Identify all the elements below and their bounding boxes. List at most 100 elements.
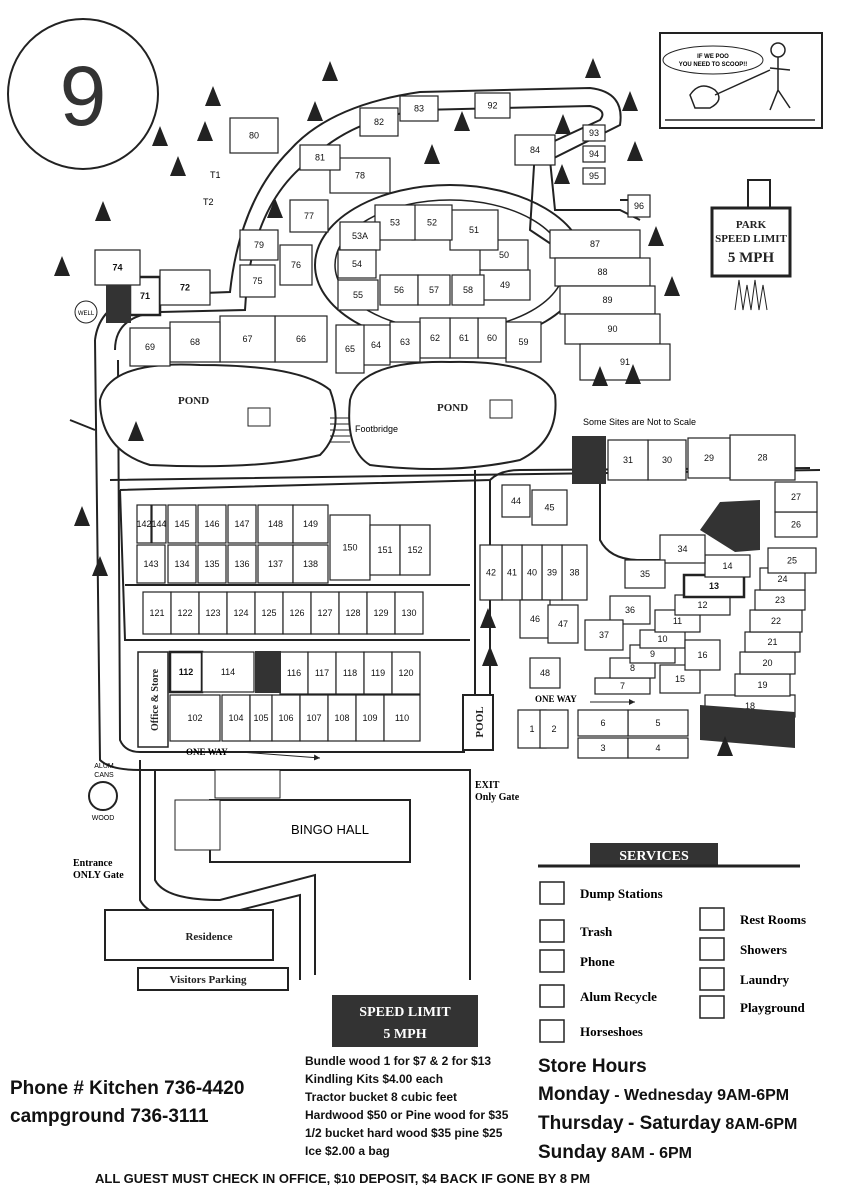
campsite-45 — [531, 489, 568, 526]
campsite-label: 3 — [600, 743, 605, 753]
pool — [462, 694, 494, 751]
campsite-55 — [337, 279, 379, 311]
campsite-label: 149 — [303, 519, 318, 529]
campsite-label: 143 — [143, 559, 158, 569]
campsite-label: 74 — [112, 263, 122, 273]
campsite-112 — [168, 650, 204, 694]
site-t2: T2 — [203, 197, 214, 207]
campsite-label: 48 — [540, 668, 550, 678]
one-way-label: ONE WAY — [535, 694, 577, 704]
campsite-127 — [310, 591, 340, 635]
entrance-label-2: ONLY Gate — [73, 870, 124, 881]
campsite-label: 51 — [469, 225, 479, 235]
campsite-label: 114 — [221, 667, 235, 677]
campsite-label: 29 — [704, 453, 714, 463]
campsite-125 — [254, 591, 284, 635]
park-speed-line2: SPEED LIMIT — [715, 233, 787, 245]
campsite-label: 106 — [278, 713, 293, 723]
campsite-142 — [136, 504, 152, 544]
campsite-label: 119 — [371, 668, 385, 678]
campsite-66 — [274, 315, 328, 363]
visitors-parking-label: Visitors Parking — [170, 974, 247, 986]
campsite-label: 122 — [177, 608, 192, 618]
hours-range: - Wednesday — [614, 1087, 713, 1104]
campsite-label: 44 — [511, 496, 521, 506]
speed-limit-box — [332, 995, 478, 1047]
campsite-label: 87 — [590, 239, 600, 249]
restroom-icon — [699, 907, 725, 931]
one-way-arrow — [239, 751, 321, 761]
tree-icon — [664, 276, 680, 296]
campsite-102 — [169, 694, 221, 742]
trash-icon — [539, 919, 565, 943]
campsite-47 — [547, 604, 579, 644]
campsite-122 — [170, 591, 200, 635]
campsite-148 — [257, 504, 294, 544]
tree-icon — [205, 86, 221, 106]
campsite-label: 16 — [697, 650, 707, 660]
alum-label: ALUM — [94, 763, 114, 770]
campsite-label: 23 — [775, 595, 785, 605]
tree-icon — [74, 506, 90, 526]
campsite-label: 1 — [529, 724, 534, 734]
campsite-label: 19 — [757, 680, 767, 690]
campsite-87 — [549, 229, 641, 259]
campsite-label: 68 — [190, 337, 200, 347]
campsite-label: 67 — [242, 334, 252, 344]
tree-icon — [170, 156, 186, 176]
campsite-79 — [239, 229, 279, 261]
campsite-58 — [451, 274, 485, 306]
campsite-62 — [419, 317, 451, 359]
campsite-label: 9 — [650, 649, 655, 659]
campsite-136 — [227, 544, 257, 584]
dump-station-icon — [539, 881, 565, 905]
tree-icon — [152, 126, 168, 146]
park-speed-sign — [710, 206, 792, 278]
wood-price-line: 1/2 bucket hard wood $35 pine $25 — [305, 1126, 503, 1140]
recycle-icon — [539, 984, 565, 1008]
campsite-label: 96 — [634, 201, 644, 211]
grass-icon — [734, 279, 768, 311]
campsite-label: 72 — [180, 283, 190, 293]
campsite-92 — [474, 92, 511, 119]
campsite-label: 25 — [787, 556, 797, 566]
tree-icon — [592, 366, 608, 386]
campsite-30 — [647, 439, 687, 481]
kitchen-phone: Phone # Kitchen 736-4420 — [10, 1078, 245, 1099]
campsite-label: 53A — [352, 231, 368, 241]
campsite-label: 66 — [296, 334, 306, 344]
campsite-label: 138 — [303, 559, 318, 569]
campsite-label: 88 — [597, 267, 607, 277]
well-label: WELL — [78, 311, 95, 317]
campsite-label: 36 — [625, 605, 635, 615]
tree-icon — [648, 226, 664, 246]
residence-label: Residence — [185, 931, 232, 943]
hours-time: 8AM-6PM — [725, 1116, 798, 1133]
shower-icon — [699, 937, 725, 961]
campsite-label: 80 — [249, 131, 259, 141]
campsite-label: 39 — [547, 568, 557, 578]
wood-price-line: Tractor bucket 8 cubic feet — [305, 1090, 458, 1104]
campsite-label: 10 — [657, 634, 667, 644]
store-hours-title: Store Hours — [538, 1056, 647, 1077]
campsite-46 — [519, 599, 551, 639]
campsite-83 — [399, 95, 439, 122]
hours-days: Monday — [538, 1084, 610, 1105]
shower-building — [174, 799, 221, 851]
exit-label-2: Only Gate — [475, 792, 520, 803]
one-way-label: ONE WAY — [186, 747, 228, 757]
campsite-label: 124 — [233, 608, 248, 618]
campsite-label: 47 — [558, 619, 568, 629]
campsite-52 — [411, 204, 453, 241]
campsite-77 — [289, 199, 329, 233]
campsite-label: 130 — [401, 608, 416, 618]
campsite-107 — [299, 694, 329, 742]
campsite-label: 90 — [607, 324, 617, 334]
campsite-6 — [577, 709, 629, 737]
scale-note: Some Sites are Not to Scale — [583, 417, 696, 427]
campsite-label: 116 — [287, 668, 301, 678]
campsite-36 — [609, 595, 651, 625]
campsite-57 — [417, 274, 451, 306]
campsite-150 — [329, 514, 371, 581]
campsite-90 — [564, 313, 661, 345]
